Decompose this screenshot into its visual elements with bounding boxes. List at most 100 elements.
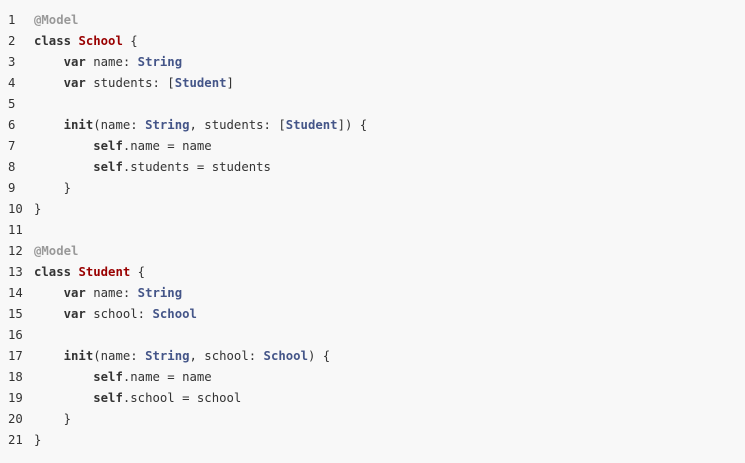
code-keyword: init: [63, 118, 94, 132]
code-text: [34, 139, 93, 153]
code-text: [34, 160, 93, 174]
code-line: 6 init(name: String, students: [Student]…: [0, 115, 745, 136]
code-text: .name = name: [122, 370, 212, 384]
code-text: }: [34, 412, 72, 426]
code-text: }: [34, 202, 42, 216]
code-source: @Model: [34, 10, 745, 31]
code-source: init(name: String, students: [Student]) …: [34, 115, 745, 136]
code-text: {: [130, 265, 146, 279]
code-text: .name = name: [122, 139, 212, 153]
code-type-name: School: [152, 307, 197, 321]
code-text: ]: [226, 76, 234, 90]
code-keyword: init: [63, 349, 94, 363]
code-source: [34, 220, 745, 241]
code-keyword: class: [34, 34, 72, 48]
code-text: (name:: [93, 349, 146, 363]
code-source: }: [34, 409, 745, 430]
code-line: 3 var name: String: [0, 52, 745, 73]
line-number: 9: [8, 181, 16, 195]
line-number: 2: [8, 34, 16, 48]
code-text: [34, 307, 64, 321]
code-attribute: @Model: [34, 13, 79, 27]
code-line: 7 self.name = name: [0, 136, 745, 157]
line-number: 8: [8, 160, 16, 174]
line-number: 5: [8, 97, 16, 111]
code-line: 14 var name: String: [0, 283, 745, 304]
code-source: var name: String: [34, 283, 745, 304]
line-number: 3: [8, 55, 16, 69]
code-source: self.school = school: [34, 388, 745, 409]
code-text: .school = school: [122, 391, 242, 405]
code-source: class School {: [34, 31, 745, 52]
code-text: ]) {: [337, 118, 368, 132]
code-source: self.students = students: [34, 157, 745, 178]
line-number: 15: [8, 307, 23, 321]
code-keyword: self: [93, 391, 123, 405]
code-source: }: [34, 199, 745, 220]
code-source: [34, 94, 745, 115]
code-line: 11: [0, 220, 745, 241]
code-source: [34, 325, 745, 346]
code-text: name:: [85, 55, 138, 69]
code-type-name: String: [145, 118, 190, 132]
code-line: 21}: [0, 430, 745, 451]
code-attribute: @Model: [34, 244, 79, 258]
code-keyword: var: [63, 307, 86, 321]
line-number: 7: [8, 139, 16, 153]
line-number: 20: [8, 412, 23, 426]
code-source: class Student {: [34, 262, 745, 283]
code-text: {: [122, 34, 138, 48]
line-number: 19: [8, 391, 23, 405]
code-keyword: self: [93, 160, 123, 174]
line-number: 17: [8, 349, 23, 363]
code-line: 16: [0, 325, 745, 346]
code-type-name: Student: [174, 76, 227, 90]
line-number: 12: [8, 244, 23, 258]
code-line: 2 class School {: [0, 31, 745, 52]
code-text: [34, 349, 64, 363]
line-number: 4: [8, 76, 16, 90]
code-type-name: String: [137, 286, 183, 300]
code-class-name: School: [78, 34, 123, 48]
line-number: 6: [8, 118, 16, 132]
code-line: 19 self.school = school: [0, 388, 745, 409]
line-number: 1: [8, 13, 16, 27]
code-text: [34, 286, 64, 300]
line-number: 21: [8, 433, 23, 447]
code-line: 20 }: [0, 409, 745, 430]
code-line: 15 var school: School: [0, 304, 745, 325]
code-text: }: [34, 433, 42, 447]
code-class-name: Student: [78, 265, 131, 279]
code-source: }: [34, 430, 745, 451]
code-line: 13 class Student {: [0, 262, 745, 283]
code-keyword: self: [93, 139, 123, 153]
code-line: 10}: [0, 199, 745, 220]
code-type-name: Student: [285, 118, 338, 132]
code-source: self.name = name: [34, 367, 745, 388]
code-text: [34, 55, 64, 69]
code-type-name: School: [263, 349, 308, 363]
code-line: 12 @Model: [0, 241, 745, 262]
code-text: }: [34, 181, 72, 195]
code-text: (name:: [93, 118, 146, 132]
line-number: 10: [8, 202, 23, 216]
code-line: 1 @Model: [0, 10, 745, 31]
code-text: , students: [: [189, 118, 286, 132]
code-keyword: var: [63, 55, 86, 69]
code-text: ) {: [307, 349, 331, 363]
code-line: 5: [0, 94, 745, 115]
code-line: 18 self.name = name: [0, 367, 745, 388]
code-line: 17 init(name: String, school: School) {: [0, 346, 745, 367]
code-type-name: String: [145, 349, 190, 363]
code-source: var name: String: [34, 52, 745, 73]
code-type-name: String: [137, 55, 183, 69]
code-text: , school:: [189, 349, 264, 363]
code-text: [34, 76, 64, 90]
code-line: 9 }: [0, 178, 745, 199]
line-number: 13: [8, 265, 23, 279]
code-source: var school: School: [34, 304, 745, 325]
code-source: var students: [Student]: [34, 73, 745, 94]
code-text: [34, 370, 93, 384]
line-number: 14: [8, 286, 23, 300]
